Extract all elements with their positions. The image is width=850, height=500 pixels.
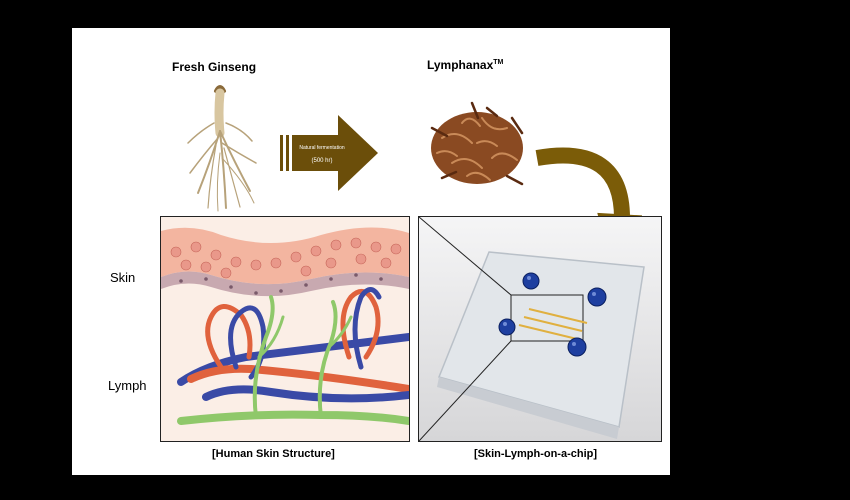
- fresh-ginseng-title: Fresh Ginseng: [172, 60, 257, 74]
- ginseng-root-image: [187, 85, 257, 212]
- arrow-label-duration: (500 hr): [311, 158, 333, 164]
- trademark-mark: TM: [493, 59, 504, 66]
- lymphanax-image: [430, 101, 524, 186]
- skin-structure-caption: [Human Skin Structure]: [212, 448, 335, 460]
- lymph-label: Lymph: [108, 378, 147, 393]
- figure-panel: Fresh Ginseng LymphanaxTM Natural fermen…: [72, 28, 670, 475]
- human-skin-structure-diagram: [160, 216, 410, 442]
- arrow-label-process: Natural fermentation: [299, 145, 345, 151]
- skin-lymph-chip-photo: [418, 216, 662, 442]
- skin-label: Skin: [110, 270, 136, 285]
- skin-illustration: [161, 217, 409, 425]
- lymphanax-name: Lymphanax: [427, 58, 494, 72]
- lymphanax-title: LymphanaxTM: [427, 58, 503, 72]
- chip-caption: [Skin-Lymph-on-a-chip]: [474, 448, 598, 460]
- fermentation-arrow: [280, 115, 378, 191]
- chip-illustration: [419, 217, 661, 441]
